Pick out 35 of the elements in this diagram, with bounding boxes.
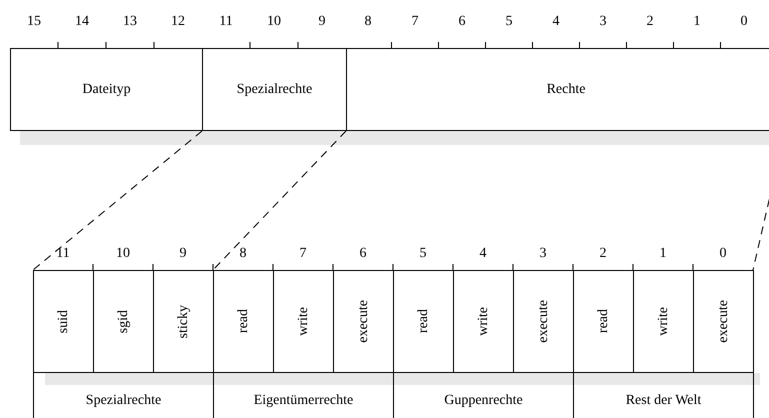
- bit-field-box: Rechte: [346, 48, 769, 131]
- bit-number: 2: [646, 14, 654, 30]
- bit-number: 8: [364, 14, 372, 30]
- bit-number: 6: [360, 246, 366, 262]
- bit-number: 3: [540, 246, 546, 262]
- expansion-line: [32, 130, 202, 270]
- bit-number: 4: [480, 246, 486, 262]
- bit-number: 8: [240, 246, 246, 262]
- bit-number: 1: [660, 246, 666, 262]
- bit-field-box: Dateityp: [10, 48, 203, 131]
- bit-number: 12: [171, 14, 185, 30]
- bit-field-box: Spezialrechte: [202, 48, 347, 131]
- bit-number: 9: [318, 14, 326, 30]
- bit-number: 5: [506, 14, 512, 30]
- bit-number: 3: [600, 14, 606, 30]
- bit-cell: execute: [693, 270, 754, 373]
- bit-number: 13: [123, 14, 137, 30]
- bit-number: 15: [27, 14, 41, 30]
- bit-number: 14: [75, 14, 89, 30]
- bit-number: 1: [694, 14, 700, 30]
- bit-number: 10: [267, 14, 281, 30]
- bit-number: 9: [180, 246, 186, 262]
- bit-number: 7: [300, 246, 306, 262]
- expansion-line: [212, 130, 346, 270]
- bit-number: 6: [458, 14, 466, 30]
- bit-number: 7: [412, 14, 418, 30]
- bit-number: 4: [552, 14, 560, 30]
- bit-number: 10: [116, 246, 130, 262]
- bit-number: 0: [720, 246, 726, 262]
- bit-number: 5: [420, 246, 426, 262]
- bit-cell: suid: [33, 270, 94, 373]
- bit-number: 0: [740, 14, 748, 30]
- bit-number: 11: [56, 246, 70, 262]
- bit-number: 11: [219, 14, 233, 30]
- bit-number: 2: [600, 246, 606, 262]
